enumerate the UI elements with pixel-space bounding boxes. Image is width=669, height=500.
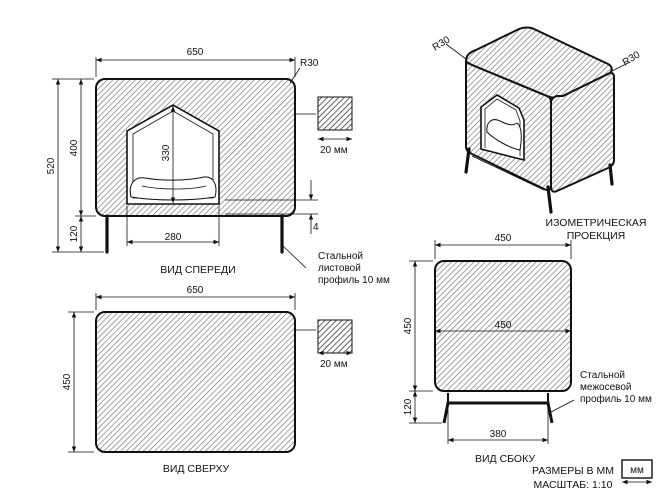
iso-right-face	[550, 71, 615, 193]
front-material-swatch	[317, 96, 353, 131]
iso-caption-line2: ПРОЕКЦИЯ	[567, 230, 626, 242]
side-note-line1: Стальной	[580, 370, 625, 381]
iso-cushion	[486, 119, 522, 151]
iso-caption-line1: ИЗОМЕТРИЧЕСКАЯ	[546, 217, 647, 229]
front-height-total: 520	[46, 157, 57, 174]
footer-unit-box-label: мм	[630, 465, 644, 476]
iso-view: R30 R30 ИЗОМЕТРИЧЕСКАЯ ПРОЕКЦИЯ	[431, 26, 647, 242]
iso-leg-front	[546, 185, 553, 214]
front-leg-height: 120	[69, 225, 80, 242]
front-width-label: 650	[187, 47, 204, 58]
front-swatch-size: 20 мм	[320, 145, 348, 156]
side-view: 450 450 450 120 380 Стальной межосевой п…	[403, 233, 652, 465]
iso-leg-left	[464, 147, 471, 174]
top-width-label: 650	[187, 285, 204, 296]
footer-unit-box	[621, 459, 653, 479]
front-gap-label: 4	[313, 222, 319, 233]
side-caption: ВИД СБОКУ	[475, 453, 535, 465]
top-view: 650 450 20 мм ВИД СВЕРХУ	[62, 285, 353, 475]
side-leg-height: 120	[403, 398, 414, 415]
side-body	[434, 260, 572, 392]
side-height-body: 450	[403, 317, 414, 334]
front-note-line3: профиль 10 мм	[318, 274, 390, 286]
side-note-line3: профиль 10 мм	[580, 393, 652, 405]
front-note-line1: Стальной	[318, 251, 363, 262]
side-base	[442, 401, 554, 424]
top-swatch-size: 20 мм	[320, 359, 348, 370]
top-body	[95, 311, 296, 453]
side-width-top: 450	[495, 233, 512, 244]
footer-units: РАЗМЕРЫ В ММ	[532, 465, 614, 477]
footer-scale: МАСШТАБ: 1:10	[534, 479, 613, 491]
iso-radius-right: R30	[621, 49, 643, 68]
front-view: 650 R30 520 400 120 330 280 4	[46, 47, 390, 286]
front-note-line2: листовой	[318, 263, 361, 274]
front-opening-height: 330	[161, 144, 172, 161]
iso-leg-right	[608, 163, 614, 186]
top-caption: ВИД СВЕРХУ	[163, 463, 230, 475]
front-radius-label: R30	[300, 58, 319, 69]
side-base-width: 380	[490, 429, 507, 440]
iso-radius-left: R30	[431, 34, 453, 53]
side-note-line2: межосевой	[580, 382, 631, 393]
side-width-inner: 450	[495, 320, 512, 331]
front-height-body: 400	[69, 139, 80, 156]
top-depth-label: 450	[62, 373, 73, 390]
top-material-swatch	[317, 319, 353, 354]
footer: РАЗМЕРЫ В ММ МАСШТАБ: 1:10 мм	[532, 459, 653, 491]
front-caption: ВИД СПЕРЕДИ	[160, 264, 235, 276]
front-opening-width: 280	[165, 232, 182, 243]
